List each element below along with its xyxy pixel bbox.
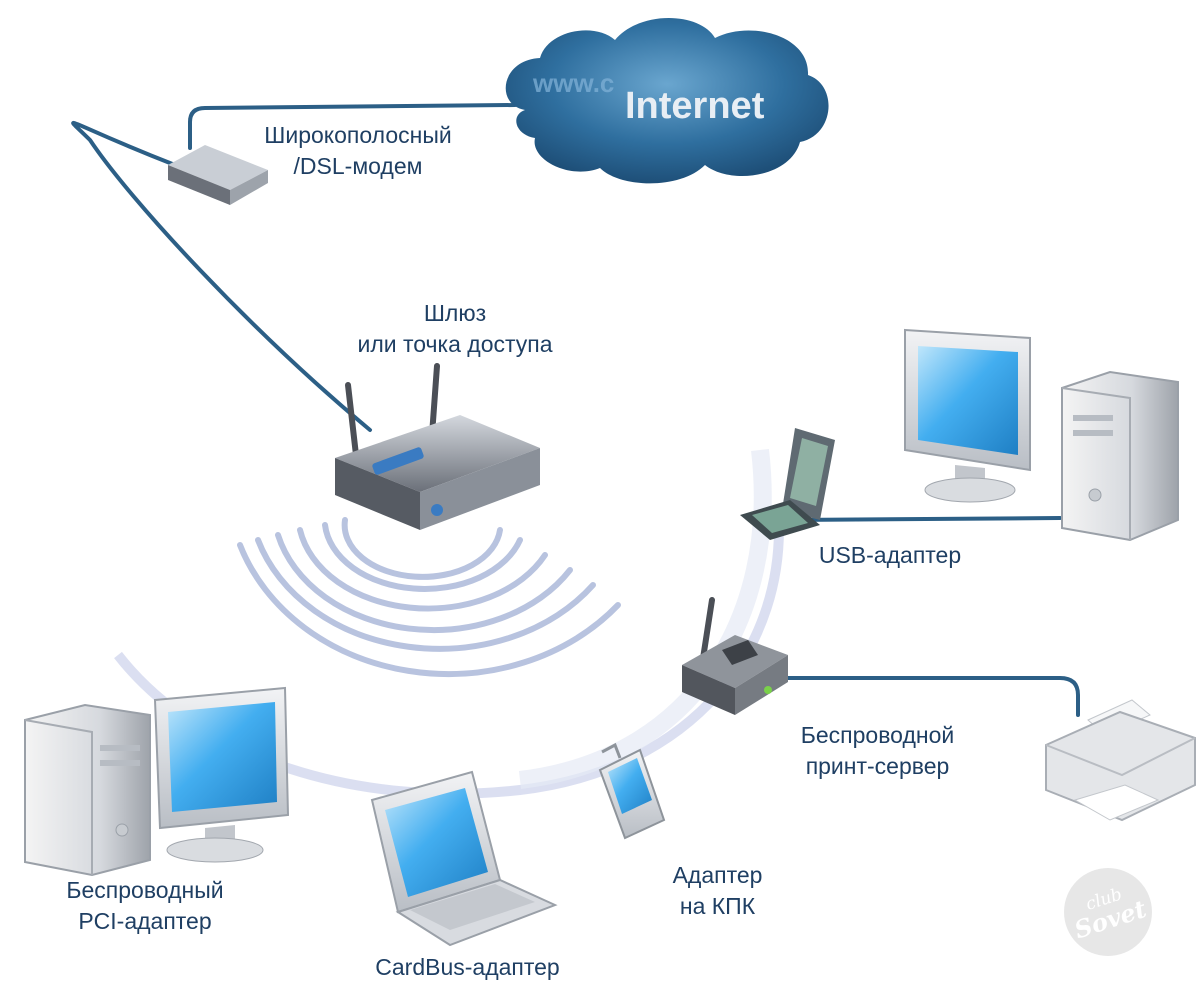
desktop-tower-left-icon [24, 703, 151, 877]
cable-usb-pc [788, 516, 1062, 522]
usb-adapter-icon [740, 428, 835, 540]
cardbus-adapter-label: CardBus-адаптер [330, 952, 605, 983]
print-server-label-line2: принт-сервер [805, 753, 950, 779]
pci-adapter-label-line2: PCI-адаптер [78, 908, 212, 934]
gateway-label-line2: или точка доступа [357, 331, 553, 357]
internet-cloud-icon: www.c Internet [505, 18, 829, 184]
pda-icon [598, 742, 666, 840]
print-server-icon [682, 597, 788, 715]
cardbus-adapter-label-text: CardBus-адаптер [375, 954, 560, 980]
pci-adapter-label: Беспроводный PCI-адаптер [30, 875, 260, 937]
desktop-tower-right-icon [1061, 370, 1179, 542]
gateway-label: Шлюз или точка доступа [320, 298, 590, 360]
modem-label-line2: /DSL-модем [293, 153, 423, 179]
pci-adapter-label-line1: Беспроводный [66, 877, 224, 903]
modem-label: Широкополосный /DSL-модем [228, 120, 488, 182]
modem-label-line1: Широкополосный [264, 122, 452, 148]
router-icon [335, 363, 540, 530]
pda-adapter-label-line1: Адаптер [672, 862, 763, 888]
laptop-icon [370, 770, 558, 947]
wifi-waves [237, 517, 621, 678]
print-server-label-line1: Беспроводной [800, 722, 955, 748]
gateway-label-line1: Шлюз [423, 300, 487, 326]
watermark-logo: club Sovet [1064, 868, 1152, 956]
printer-icon [1045, 699, 1196, 822]
internet-prefix: www.c [532, 68, 614, 98]
print-server-label: Беспроводной принт-сервер [770, 720, 985, 782]
desktop-monitor-left-icon [153, 686, 290, 863]
pda-adapter-label-line2: на КПК [679, 893, 756, 919]
pda-adapter-label: Адаптер на КПК [640, 860, 795, 922]
cable-cloud-modem [188, 103, 517, 150]
cable-printserver-printer [776, 676, 1080, 717]
cables [71, 103, 1080, 717]
usb-adapter-label: USB-адаптер [790, 540, 990, 571]
usb-adapter-label-text: USB-адаптер [818, 542, 962, 568]
desktop-monitor-right-icon [904, 328, 1031, 503]
internet-title: Internet [625, 85, 765, 127]
modem-icon [168, 145, 268, 205]
cable-modem-router [71, 120, 372, 432]
